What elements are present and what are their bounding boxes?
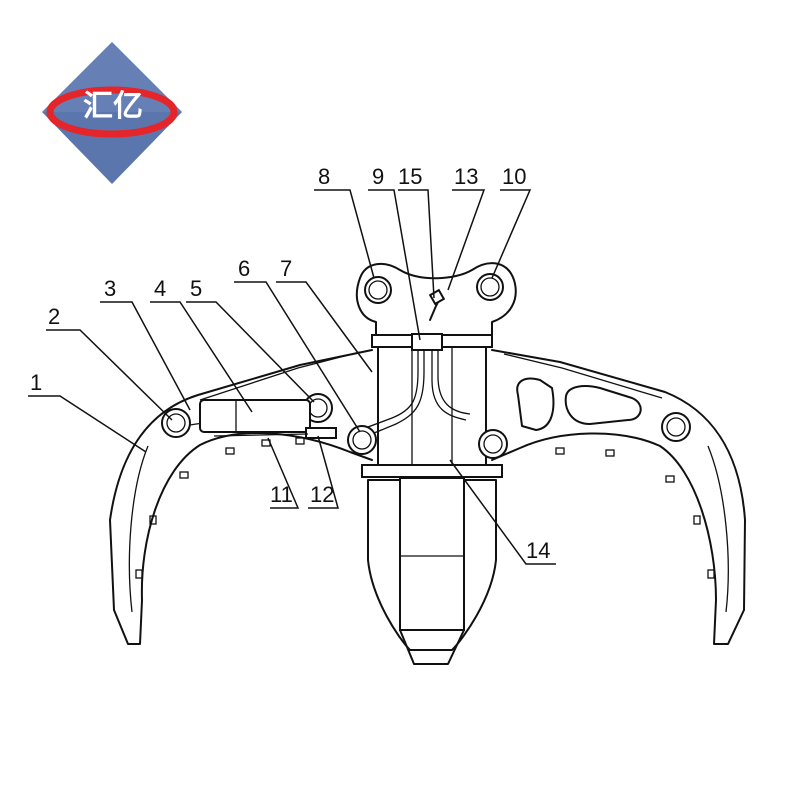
right-arm xyxy=(478,349,746,645)
callout-1: 1 xyxy=(30,370,42,395)
pin-right-inner xyxy=(478,429,508,459)
logo-text: 汇亿 xyxy=(83,89,143,124)
callout-3: 3 xyxy=(104,276,116,301)
callout-10: 10 xyxy=(502,164,526,189)
callout-6: 6 xyxy=(238,256,250,281)
callout-8: 8 xyxy=(318,164,330,189)
callout-4: 4 xyxy=(154,276,166,301)
callout-14: 14 xyxy=(526,538,550,563)
callout-15: 15 xyxy=(398,164,422,189)
pin-right-outer xyxy=(661,412,691,442)
central-body xyxy=(359,333,503,665)
callout-13: 13 xyxy=(454,164,478,189)
pin-2 xyxy=(161,408,191,438)
leader-lines xyxy=(28,189,556,565)
pin-6 xyxy=(347,425,377,455)
company-logo: 汇亿 xyxy=(42,42,182,184)
top-bracket xyxy=(355,262,517,336)
callout-12: 12 xyxy=(310,482,334,507)
callout-7: 7 xyxy=(280,256,292,281)
logo-ring xyxy=(46,86,178,138)
left-arm xyxy=(109,349,377,645)
callout-2: 2 xyxy=(48,304,60,329)
callout-9: 9 xyxy=(372,164,384,189)
callout-5: 5 xyxy=(190,276,202,301)
hydraulic-cylinder xyxy=(199,399,311,433)
callout-11: 11 xyxy=(270,482,293,507)
callout-labels: 1 2 3 4 5 6 7 8 9 15 13 10 11 12 14 xyxy=(30,164,550,563)
